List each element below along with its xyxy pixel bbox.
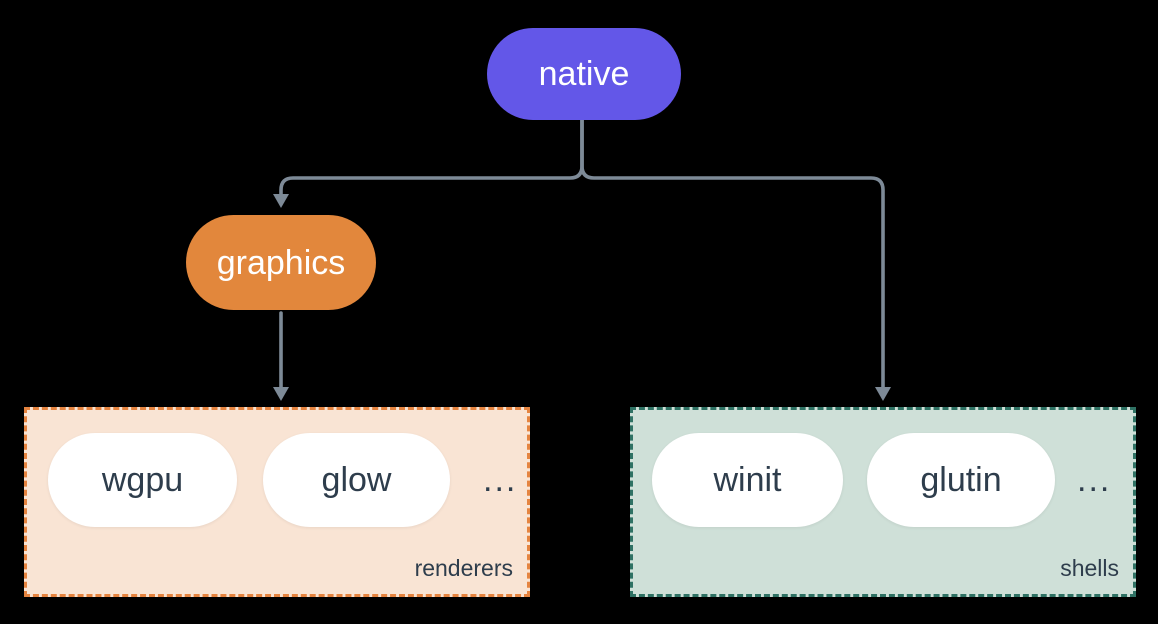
edge-native-shells: [580, 116, 885, 390]
node-glow-label: glow: [321, 461, 392, 499]
node-graphics: graphics: [186, 215, 376, 310]
group-shells: winit glutin ... shells: [630, 407, 1136, 597]
node-winit: winit: [652, 433, 843, 527]
renderers-ellipsis: ...: [483, 460, 518, 499]
shells-group-label: shells: [1060, 555, 1119, 581]
arrowhead-native-shells: [875, 387, 891, 401]
shells-ellipsis: ...: [1077, 460, 1112, 499]
arrowhead-native-graphics: [273, 194, 289, 208]
node-glutin-label: glutin: [920, 461, 1002, 499]
arrowhead-graphics-renderers: [273, 387, 289, 401]
node-native-label: native: [538, 55, 630, 93]
group-renderers: wgpu glow ... renderers: [24, 407, 530, 597]
node-glutin: glutin: [867, 433, 1055, 527]
node-wgpu-label: wgpu: [101, 461, 184, 499]
node-winit-label: winit: [713, 461, 782, 499]
renderers-group-label: renderers: [414, 555, 513, 581]
node-graphics-label: graphics: [216, 243, 346, 282]
edge-native-graphics: [279, 116, 584, 197]
node-glow: glow: [263, 433, 450, 527]
node-wgpu: wgpu: [48, 433, 237, 527]
node-native: native: [487, 28, 681, 120]
